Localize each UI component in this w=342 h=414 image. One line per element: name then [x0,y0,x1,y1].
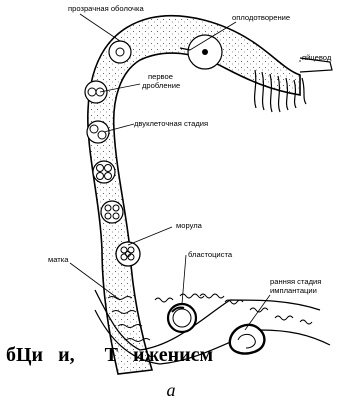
two-cell-embryo [87,121,109,143]
figure-subcaption: а [0,380,342,401]
label-implantation-2: имплантации [270,286,317,295]
label-first-cleavage-1: первое [148,72,173,81]
four-cell-embryo [93,161,115,183]
label-zona: прозрачная оболочка [68,4,144,13]
label-blastocyst: бластоциста [188,250,233,259]
label-implantation-1: ранняя стадия [270,277,321,286]
label-fertilization: оплодотворение [232,13,290,22]
figure-caption: бЦи и, Т иженисм [0,344,342,367]
morula-embryo [116,242,140,266]
label-two-cell: двуклеточная стадия [134,119,208,128]
label-first-cleavage-2: дробление [142,81,180,90]
label-uterus: матка [48,255,69,264]
zygote [109,41,131,63]
blastocyst-embryo [168,304,196,332]
label-morula: морула [176,221,203,230]
label-oviduct: яйцевод [302,53,332,62]
eight-cell-embryo [101,201,123,223]
